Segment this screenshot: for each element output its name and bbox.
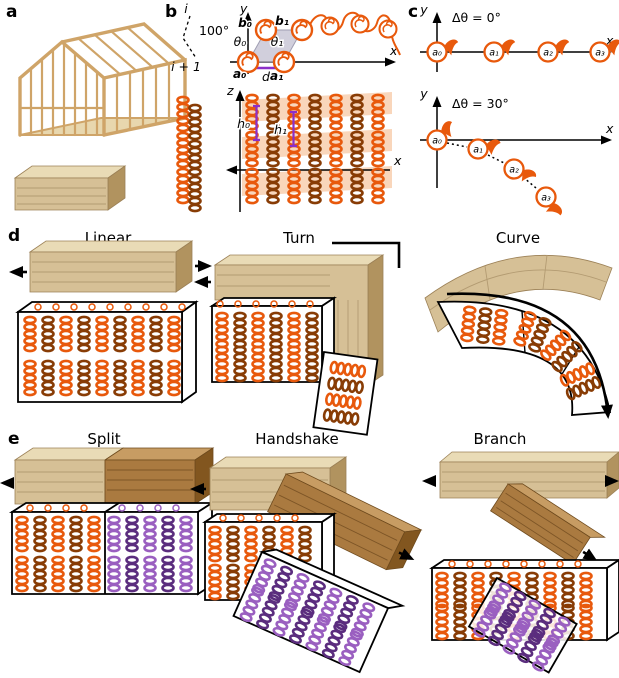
panel-e: e Split Handshake Branch	[0, 429, 619, 674]
svg-text:a₃: a₃	[541, 193, 551, 204]
rotation-angle: 100°	[199, 23, 229, 38]
dtheta0-title: Δθ = 0°	[452, 10, 501, 25]
panel-a-label: a	[6, 2, 17, 22]
pull-diagonal-arrow	[398, 548, 415, 560]
dtheta30-title: Δθ = 30°	[452, 96, 509, 111]
x-axis-label: x	[389, 43, 398, 58]
panel-c-label: c	[408, 2, 418, 22]
b1-label: b₁	[275, 14, 289, 28]
node-a1: a₁	[467, 138, 502, 160]
variant-title-split: Split	[87, 430, 120, 448]
panel-b-label: b	[165, 2, 177, 22]
node-a0: a₀	[426, 38, 462, 63]
a0-label: a₀	[233, 67, 247, 81]
split-beam-photo	[0, 447, 231, 505]
split-divider	[104, 502, 120, 594]
linear-bundle	[15, 300, 199, 404]
helix-lattice: z x h₀ h₁	[226, 83, 402, 212]
angle-dashes	[182, 15, 197, 59]
curve-bundle	[436, 292, 613, 419]
branch-bundle-purple	[467, 576, 578, 674]
pull-branch-arrow	[582, 548, 598, 562]
x-axis-label: x	[605, 33, 614, 48]
single-filament	[176, 95, 202, 213]
helix-index-i: i	[184, 1, 188, 16]
node-a1: a₁	[483, 38, 519, 63]
split-bundle	[8, 501, 216, 596]
node-a2: a₂	[537, 38, 573, 63]
coil-circle	[378, 19, 398, 39]
straight-chain-diagram: Δθ = 0° y x a₀ a₁ a₂ a₃	[419, 2, 619, 72]
variant-title-curve: Curve	[496, 229, 540, 247]
branch-beam-photo	[422, 451, 619, 565]
coil-circle	[350, 14, 370, 34]
helix-index-i1: i + 1	[171, 59, 201, 74]
variant-title-branch: Branch	[474, 430, 527, 448]
rise-measure-bars	[253, 104, 297, 148]
d-label: d	[262, 69, 270, 84]
b0-label: b₀	[238, 16, 253, 30]
svg-text:a₁: a₁	[473, 145, 483, 156]
h0-label: h₀	[237, 116, 250, 131]
turn-beam-photo	[194, 241, 401, 407]
svg-text:a₃: a₃	[595, 48, 605, 59]
linear-beam-photo	[9, 240, 212, 293]
curved-chain-diagram: Δθ = 30° y x a₀ a₁ a₂ a₃	[419, 86, 614, 221]
panel-d: d Linear Turn Curve	[8, 226, 613, 436]
coil-circle	[320, 16, 340, 36]
a1-label: a₁	[270, 69, 283, 83]
wood-beam-photo	[13, 165, 127, 211]
z-axis-label: z	[226, 83, 234, 98]
coil-b0	[254, 18, 278, 42]
y-axis-label: y	[419, 2, 428, 17]
curve-arrow	[446, 292, 613, 419]
node-a3: a₃	[589, 38, 619, 63]
house-frame-photo	[18, 22, 187, 137]
variant-title-turn: Turn	[282, 229, 315, 247]
x-axis-label: x	[605, 121, 614, 136]
y-axis-label: y	[239, 1, 248, 16]
y-axis-label: y	[419, 86, 428, 101]
theta0-label: θ₀	[234, 34, 247, 49]
panel-b: b i 100° i + 1 y x d θ₀ θ₁ a₀ a₁ b	[165, 1, 402, 213]
svg-text:a₂: a₂	[509, 165, 519, 176]
turn-bundle-vertical	[312, 350, 379, 436]
turn-bundle	[209, 296, 379, 436]
x-axis-lattice-label: x	[393, 153, 402, 168]
right-angle-mark	[332, 241, 401, 268]
chain-link	[487, 154, 505, 164]
coil-b1	[290, 18, 314, 42]
branch-oak-beam	[490, 483, 606, 565]
svg-text:a₀: a₀	[432, 136, 442, 147]
svg-text:a₁: a₁	[489, 48, 499, 59]
panel-d-label: d	[8, 226, 20, 246]
variant-title-handshake: Handshake	[255, 430, 338, 448]
panel-c: c Δθ = 0° y x a₀ a₁ a₂ a₃	[408, 2, 619, 221]
unit-cell-diagram: y x d θ₀ θ₁ a₀ a₁ b₀ b₁	[230, 1, 401, 86]
h1-label: h₁	[274, 122, 287, 137]
chain-link	[446, 142, 468, 148]
panel-e-label: e	[8, 429, 20, 449]
svg-text:a₂: a₂	[543, 48, 553, 59]
svg-text:a₀: a₀	[432, 48, 442, 59]
handshake-bundle-purple	[232, 548, 406, 674]
node-a2: a₂	[503, 158, 538, 187]
node-a0: a₀	[426, 119, 460, 151]
node-a3: a₃	[535, 186, 564, 221]
panel-a: a	[6, 2, 187, 211]
